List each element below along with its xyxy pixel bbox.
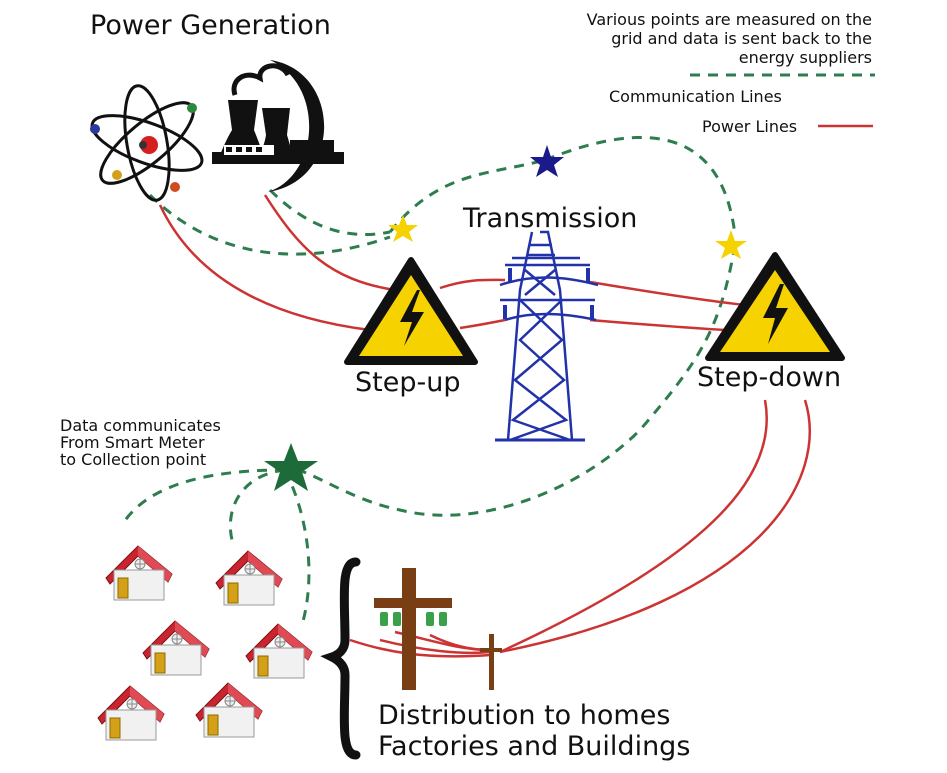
smart-meter-note-line: From Smart Meter <box>60 433 205 452</box>
transmission-tower-icon <box>495 230 599 442</box>
measurement-note-line: energy suppliers <box>738 48 872 67</box>
bracket <box>320 557 361 760</box>
star-icon <box>264 443 318 491</box>
step-down-title: Step-down <box>697 362 842 393</box>
distribution-title-line: Distribution to homes <box>378 700 671 731</box>
smart-meter-note-line: Data communicates <box>60 416 221 435</box>
atom-icon <box>90 84 204 202</box>
measurement-note-line: grid and data is sent back to the <box>611 29 872 48</box>
warning-sign-icon <box>705 252 845 361</box>
house-icon <box>97 685 165 741</box>
nuclear-plant-icon <box>212 60 344 192</box>
power-generation-title: Power Generation <box>90 10 331 41</box>
legend-communication-lines: Communication Lines <box>609 87 782 106</box>
measurement-note-line: Various points are measured on the <box>586 10 872 29</box>
step-up-title: Step-up <box>355 367 461 398</box>
smart-meter-note-line: to Collection point <box>60 450 207 469</box>
utility-pole-icon <box>374 568 452 690</box>
star-icon <box>530 145 564 177</box>
warning-sign-icon <box>344 257 478 365</box>
house-icon <box>105 545 173 601</box>
smart-meter-note: Data communicates From Smart Meter to Co… <box>60 417 221 468</box>
house-icon <box>142 620 210 676</box>
house-icon <box>245 623 313 679</box>
utility-pole-icon <box>480 634 502 690</box>
measurement-note: Various points are measured on the grid … <box>587 10 872 67</box>
transmission-title: Transmission <box>463 203 638 234</box>
distribution-title-line: Factories and Buildings <box>378 731 691 762</box>
distribution-title: Distribution to homes Factories and Buil… <box>378 700 690 762</box>
legend-power-lines: Power Lines <box>702 117 798 136</box>
house-icon <box>195 682 263 738</box>
star-icon <box>388 215 418 242</box>
communication-lines <box>120 73 875 626</box>
house-icon <box>215 550 283 606</box>
star-icon <box>715 230 747 259</box>
